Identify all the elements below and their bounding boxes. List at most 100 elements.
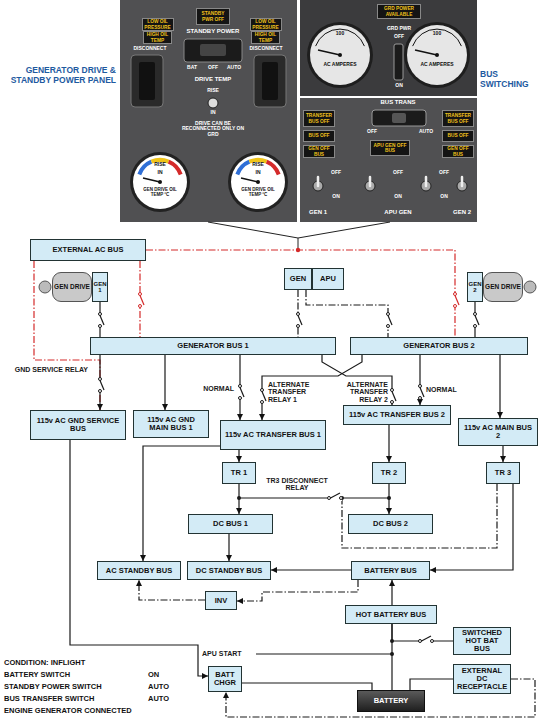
panel-label: TR3 DISCONNECT RELAY [262,477,332,492]
node-label: STANDBY PWR OFF [198,11,228,21]
panel-label: BUS TRANS [372,99,424,105]
node-label: APU [316,275,340,283]
bus-feed-line [391,580,392,605]
panel-heading: GENERATOR DRIVE & STANDBY POWER PANEL [3,66,116,86]
breaker-part [261,389,264,392]
bus-box: APU [312,268,344,290]
panel-label: AC AMPERES [417,62,457,67]
bus-box: BATTERY BUS [351,561,430,580]
panel-art [310,25,370,85]
breaker-part [298,316,302,326]
panel-label: 100 [425,31,449,36]
panel-label: DRIVE TEMP [186,76,240,82]
node-label: DC STANDBY BUS [191,567,267,575]
panel-label: IN [145,170,175,175]
node-label: DC BUS 2 [352,520,429,528]
panel-art [139,62,155,100]
panel-art [318,50,340,55]
panel-art [369,177,372,186]
node-label: INV [209,597,233,605]
breaker-part [99,390,102,393]
node-label: BATTERY [358,697,424,705]
leader-line [208,222,390,250]
oil-temp-gauge [130,152,190,212]
panel-label: ALTERNATE TRANSFER RELAY 2 [330,381,388,403]
breaker-part [99,378,102,381]
node-label: 115v AC GND MAIN BUS 1 [137,416,205,432]
bus-box: GEN [284,268,312,290]
condition-note: CONDITION: INFLIGHT [4,659,154,667]
panel-label: AC AMPERES [320,62,360,67]
toggle-lever [318,177,462,186]
panel-label: OFF [204,65,222,70]
panel-art [307,22,373,88]
node-label: DC BUS 1 [192,520,269,528]
node-label: EXTERNAL AC BUS [34,246,142,254]
bus-feed-line [146,250,455,337]
breaker-part [474,325,477,328]
panel-label: RISE [200,88,226,93]
condition-note: AUTO [148,695,184,703]
node-label: AC STANDBY BUS [101,567,177,575]
panel-art [139,162,151,175]
tr3-wire [342,484,497,548]
bus-feed-line [238,450,239,462]
breaker-part [454,305,457,308]
annunciator-light: GEN OFF BUS [442,145,474,158]
breaker-part [431,640,434,643]
apu-start-wire [256,653,392,654]
panel-art [316,29,365,46]
panel-label: ON [384,83,414,88]
breaker-symbol [385,313,392,328]
bus-box: EXTERNAL AC BUS [30,239,146,261]
bus-box: DC STANDBY BUS [187,561,271,580]
node-label: HOT BATTERY BUS [349,611,433,619]
node-label: GEN 2 [468,281,482,294]
breaker-part [239,397,242,400]
bus-feed-line [238,484,239,514]
bus-box: TR 1 [222,462,256,484]
bus-feed-line [322,355,392,405]
node-label: 115v AC TRANSFER BUS 1 [224,431,322,439]
bus-feed-line [228,534,229,561]
breaker-part [340,497,343,500]
annunciator-light: BUS OFF [303,130,335,142]
node-label: HIGH OIL TEMP [145,32,170,42]
panel-label: DISCONNECT [128,46,172,51]
bus-feed-line [419,355,420,405]
node-label: SWITCHED HOT BAT BUS [457,629,507,653]
panel-label: ON [434,194,454,199]
bus-trans-switch [372,110,426,126]
breaker-part [99,325,102,328]
generator-box: GEN 1 [92,272,108,302]
breaker-part [392,392,396,402]
node-label: GEN DRIVE [485,284,521,291]
panel-label: OFF [362,129,382,134]
bus-box: 115v AC TRANSFER BUS 2 [343,405,451,425]
bus-feed-line [242,683,372,690]
panel-label: 100 [328,31,352,36]
bus-box: 115v AC TRANSFER BUS 1 [220,420,326,450]
breaker-part [422,636,432,641]
breaker-part [391,389,394,392]
panel-art [425,177,428,186]
panel-art [413,29,462,46]
bus-feed-line [502,446,503,462]
node-label: 115v AC MAIN BUS 2 [462,424,534,440]
bus-box: 115v AC GND SERVICE BUS [30,410,126,440]
breaker-part [419,385,422,388]
breaker-symbol [97,378,104,393]
node-label: TR 1 [226,469,252,477]
dc-tie-wire [239,497,389,498]
panel-label: AUTO [416,129,436,134]
node-label: EXTERNAL DC RECEPTACLE [457,667,507,691]
panel-art [241,178,258,182]
condition-note: BUS TRANSFER SWITCH [4,695,144,703]
bus-feed-line [271,569,351,570]
breaker-part [475,316,479,326]
bus-box: EXTERNAL DC RECEPTACLE [453,664,511,694]
annunciator-light: GEN OFF BUS [303,145,335,158]
